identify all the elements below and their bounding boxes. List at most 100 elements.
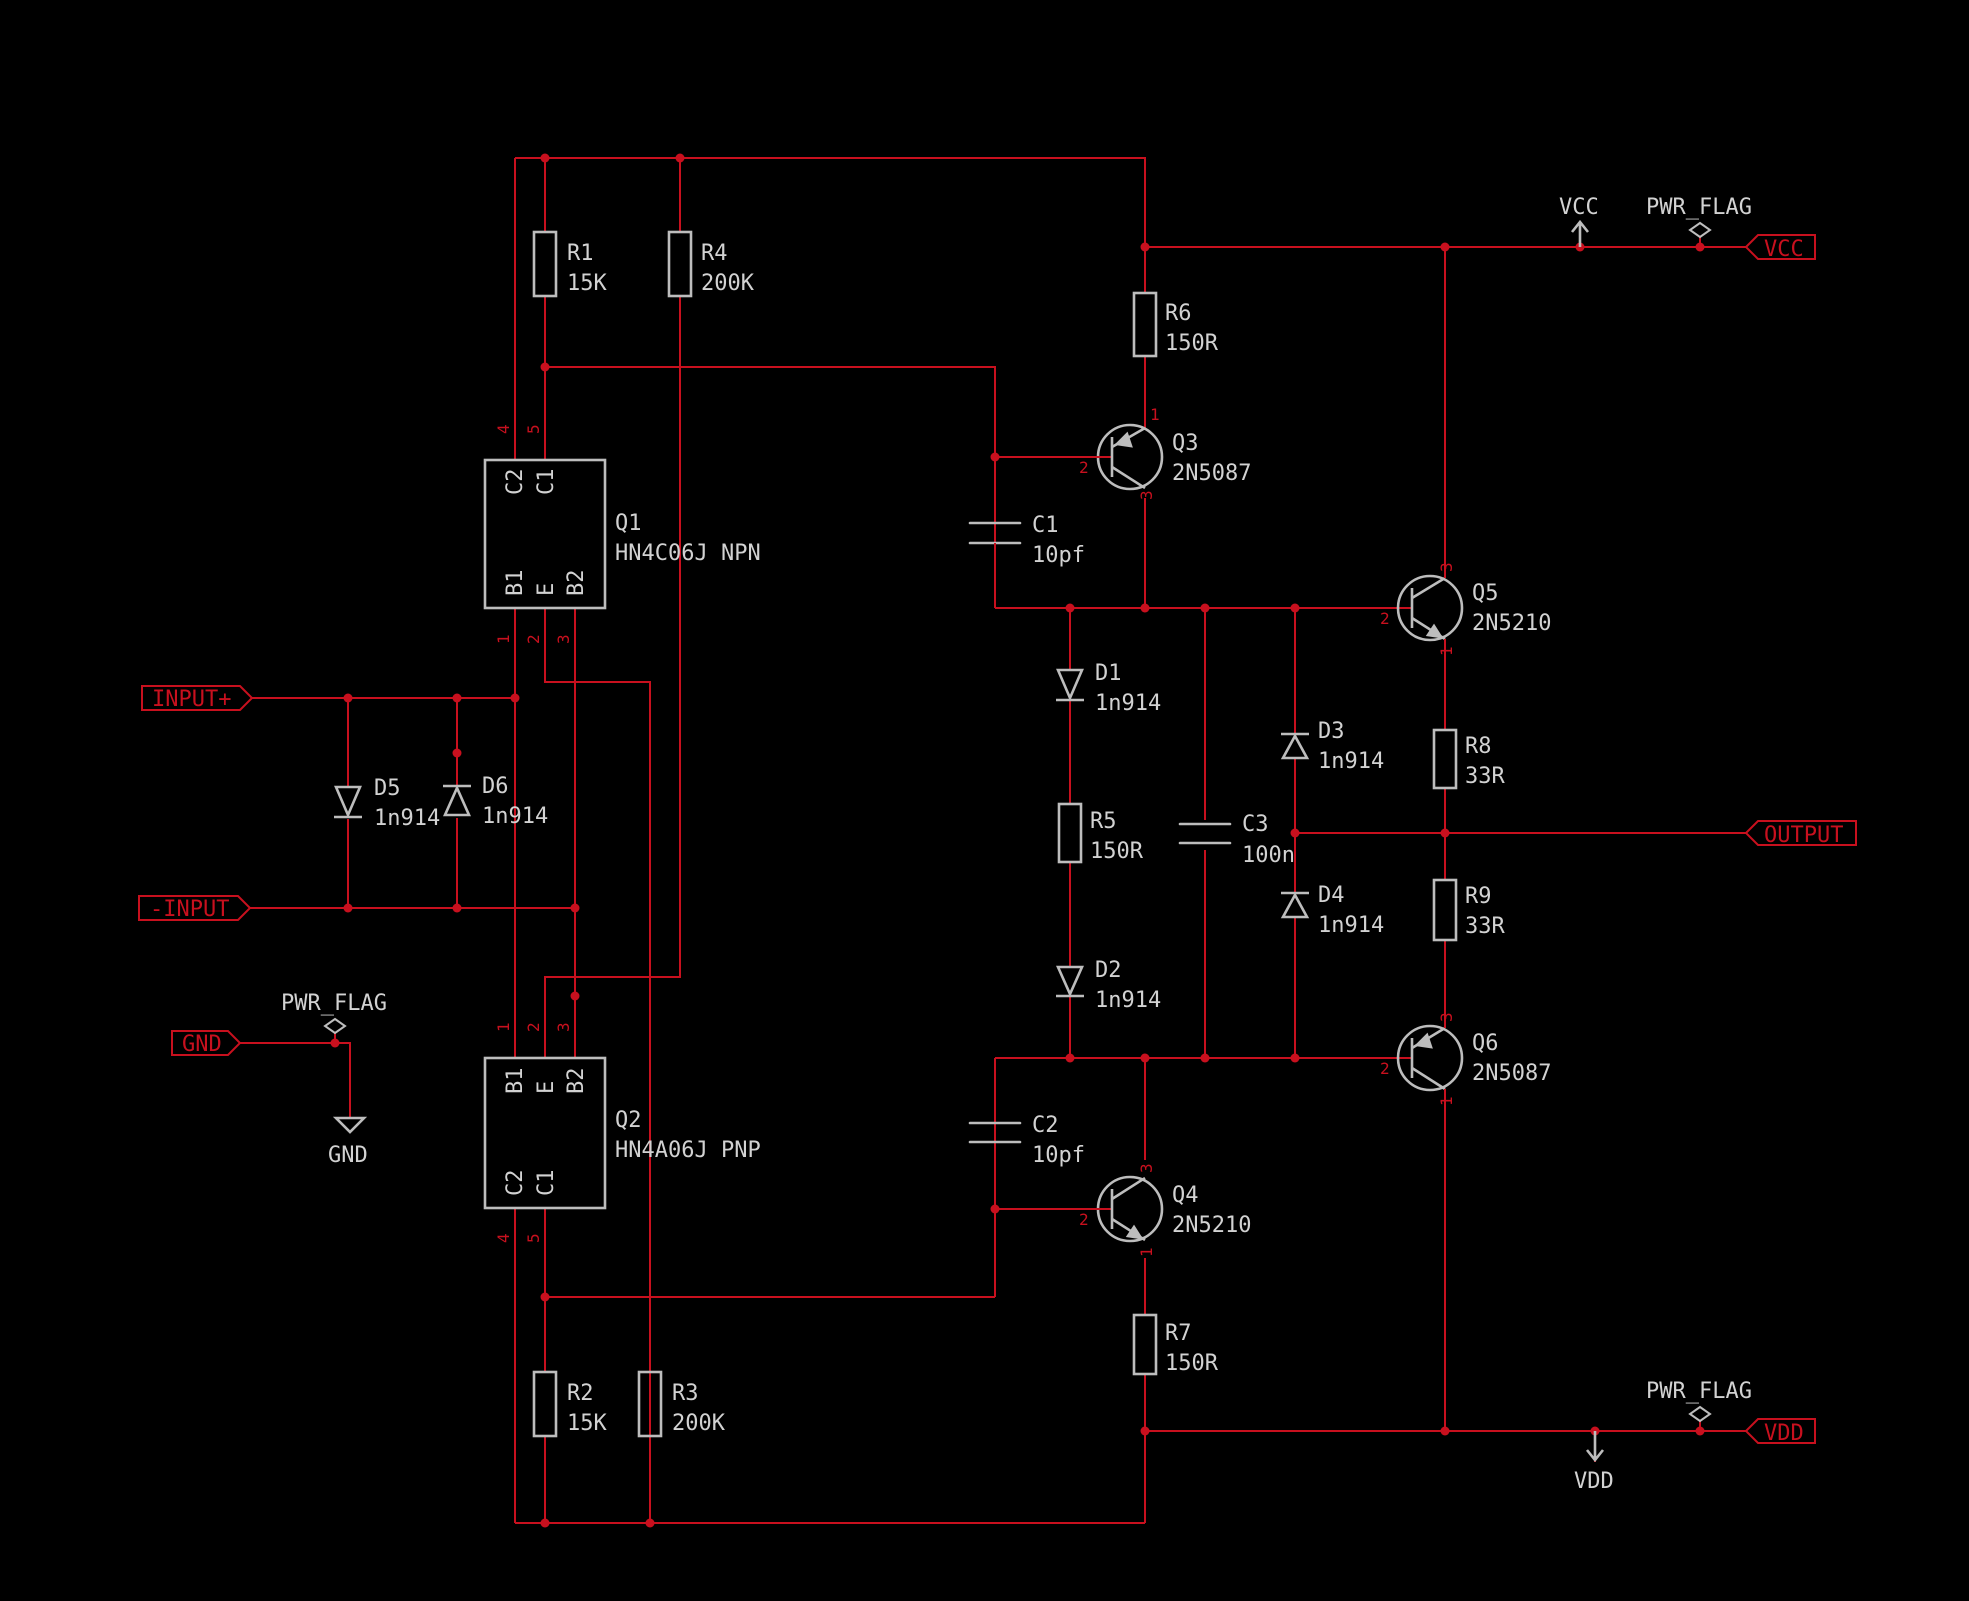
- port-gnd: GND: [171, 1030, 242, 1057]
- capacitor-c3: C3 100n: [1178, 812, 1295, 868]
- q1-pin-c2: C2: [503, 469, 528, 496]
- resistor-r1: R1 15K: [532, 230, 607, 298]
- r2-ref: R2: [567, 1381, 594, 1406]
- q5-pin-1: 1: [1437, 646, 1456, 656]
- c2-value: 10pf: [1032, 1143, 1085, 1168]
- d6-value: 1n914: [482, 804, 548, 829]
- q6-ref: Q6: [1472, 1031, 1499, 1056]
- vcc-power-symbol: VCC: [1559, 195, 1599, 247]
- r9-value: 33R: [1465, 914, 1505, 939]
- r6-value: 150R: [1165, 331, 1219, 356]
- d5-value: 1n914: [374, 806, 440, 831]
- r2-value: 15K: [567, 1411, 607, 1436]
- q1-value: HN4C06J NPN: [615, 541, 761, 566]
- diode-d6: D6 1n914: [442, 774, 548, 829]
- port-output-label: OUTPUT: [1764, 823, 1843, 848]
- c1-value: 10pf: [1032, 543, 1085, 568]
- resistor-r7: R7 150R: [1132, 1313, 1219, 1376]
- vdd-power-symbol: VDD: [1574, 1431, 1614, 1494]
- r7-value: 150R: [1165, 1351, 1219, 1376]
- q2-pin-b2: B2: [564, 1068, 589, 1095]
- q1-pinnum-2: 2: [524, 634, 543, 644]
- pwr-flag-vcc-label: PWR_FLAG: [1646, 195, 1752, 220]
- r3-ref: R3: [672, 1381, 699, 1406]
- c2-ref: C2: [1032, 1113, 1059, 1138]
- gnd-power-symbol: GND: [328, 1116, 368, 1168]
- port-gnd-label: GND: [182, 1032, 222, 1057]
- q4-ref: Q4: [1172, 1183, 1199, 1208]
- q2-pinnum-5: 5: [524, 1233, 543, 1243]
- wires: [240, 157, 1746, 1524]
- pwr-flag-vdd: PWR_FLAG: [1646, 1379, 1752, 1431]
- transistor-q6: 3 2 1 Q6 2N5087: [1380, 1012, 1551, 1118]
- transistor-q4: 3 2 1 Q4 2N5210: [1079, 1163, 1251, 1257]
- c3-value: 100n: [1242, 843, 1295, 868]
- r8-ref: R8: [1465, 734, 1492, 759]
- q2-pinnum-4: 4: [494, 1233, 513, 1243]
- resistor-r9: R9 33R: [1432, 878, 1505, 942]
- capacitor-c1: C1 10pf: [968, 457, 1085, 608]
- r5-value: 150R: [1090, 839, 1144, 864]
- pwr-flag-vdd-label: PWR_FLAG: [1646, 1379, 1752, 1404]
- transistor-q5: 3 2 1 Q5 2N5210: [1380, 560, 1551, 660]
- q2-pin-b1: B1: [503, 1068, 528, 1095]
- q3-pin-2: 2: [1079, 458, 1089, 477]
- d2-value: 1n914: [1095, 988, 1161, 1013]
- q1-pin-e: E: [534, 583, 559, 596]
- diode-d3: D3 1n914: [1280, 719, 1384, 774]
- q1-pinnum-4: 4: [494, 424, 513, 434]
- q2-pinnum-1: 1: [494, 1022, 513, 1032]
- resistor-r2: R2 15K: [532, 1370, 607, 1438]
- q1-pinnum-1: 1: [494, 634, 513, 644]
- q3-ref: Q3: [1172, 431, 1199, 456]
- diode-d2: D2 1n914: [1055, 958, 1161, 1013]
- q6-pin-3: 3: [1437, 1012, 1456, 1022]
- junctions: [330, 153, 1705, 1528]
- q3-value: 2N5087: [1172, 461, 1251, 486]
- q1-pin-c1: C1: [534, 469, 559, 496]
- q2-pin-c2: C2: [503, 1170, 528, 1197]
- r9-ref: R9: [1465, 884, 1492, 909]
- q2-pinnum-3: 3: [554, 1022, 573, 1032]
- port-vdd: VDD: [1744, 1418, 1816, 1446]
- port-vcc: VCC: [1744, 234, 1816, 262]
- d6-ref: D6: [482, 774, 509, 799]
- r6-ref: R6: [1165, 301, 1192, 326]
- q2-pin-c1: C1: [534, 1170, 559, 1197]
- diode-d4: D4 1n914: [1280, 883, 1384, 938]
- transistor-q1: C2 C1 B1 E B2 4 5 1 2 3 Q1 HN4C06J NPN: [483, 424, 761, 644]
- q6-pin-2: 2: [1380, 1059, 1390, 1078]
- resistor-r6: R6 150R: [1132, 291, 1219, 358]
- port-input-plus-label: INPUT+: [152, 687, 231, 712]
- port-vcc-label: VCC: [1764, 237, 1804, 262]
- r3-value: 200K: [672, 1411, 726, 1436]
- capacitor-c2: C2 10pf: [968, 1058, 1085, 1168]
- q5-pin-3: 3: [1437, 562, 1456, 572]
- r4-value: 200K: [701, 271, 755, 296]
- d3-value: 1n914: [1318, 749, 1384, 774]
- diode-d1: D1 1n914: [1056, 661, 1161, 716]
- port-vdd-label: VDD: [1764, 1421, 1804, 1446]
- d5-ref: D5: [374, 776, 401, 801]
- r5-ref: R5: [1090, 809, 1117, 834]
- transistor-q3: 1 2 3 Q3 2N5087: [1079, 405, 1251, 500]
- q1-pin-b2: B2: [564, 570, 589, 597]
- gnd-symbol-label: GND: [328, 1143, 368, 1168]
- q1-pinnum-5: 5: [524, 424, 543, 434]
- d1-ref: D1: [1095, 661, 1122, 686]
- pwr-flag-gnd: PWR_FLAG: [281, 991, 387, 1043]
- d4-ref: D4: [1318, 883, 1345, 908]
- resistor-r3: R3 200K: [637, 1370, 726, 1438]
- q1-ref: Q1: [615, 511, 642, 536]
- q5-pin-2: 2: [1380, 609, 1390, 628]
- q4-pin-1: 1: [1137, 1247, 1156, 1257]
- port-input-minus-label: -INPUT: [150, 897, 229, 922]
- q1-pin-b1: B1: [503, 570, 528, 597]
- port-input-plus: INPUT+: [141, 685, 254, 712]
- pwr-flag-vcc: PWR_FLAG: [1646, 195, 1752, 247]
- q4-pin-3: 3: [1137, 1163, 1156, 1173]
- d3-ref: D3: [1318, 719, 1345, 744]
- q4-pin-2: 2: [1079, 1210, 1089, 1229]
- resistor-r5: R5 150R: [1057, 802, 1144, 864]
